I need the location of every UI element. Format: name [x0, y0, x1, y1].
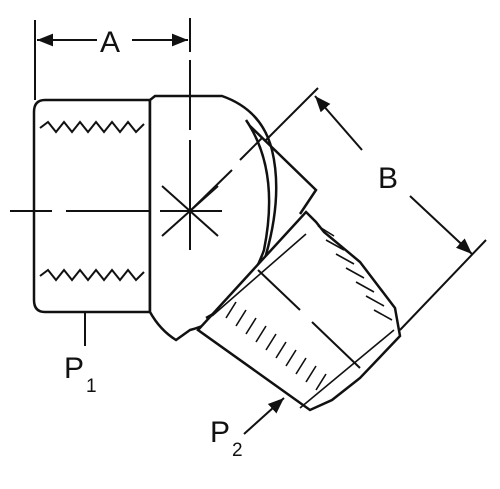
p1-subscript: 1 [86, 376, 97, 397]
dimension-b [265, 87, 487, 331]
p2-subscript: 2 [232, 440, 243, 461]
dimension-a [34, 18, 191, 100]
internal-thread-marks [39, 120, 145, 282]
p2-leader [243, 397, 285, 435]
centerlines [10, 60, 361, 369]
p1-label: P [64, 352, 84, 385]
dimension-b-label: B [378, 162, 398, 195]
external-thread-marks [211, 225, 395, 409]
dimension-a-label: A [100, 26, 120, 59]
p2-label: P [210, 416, 230, 449]
female-hex-body [32, 98, 152, 314]
